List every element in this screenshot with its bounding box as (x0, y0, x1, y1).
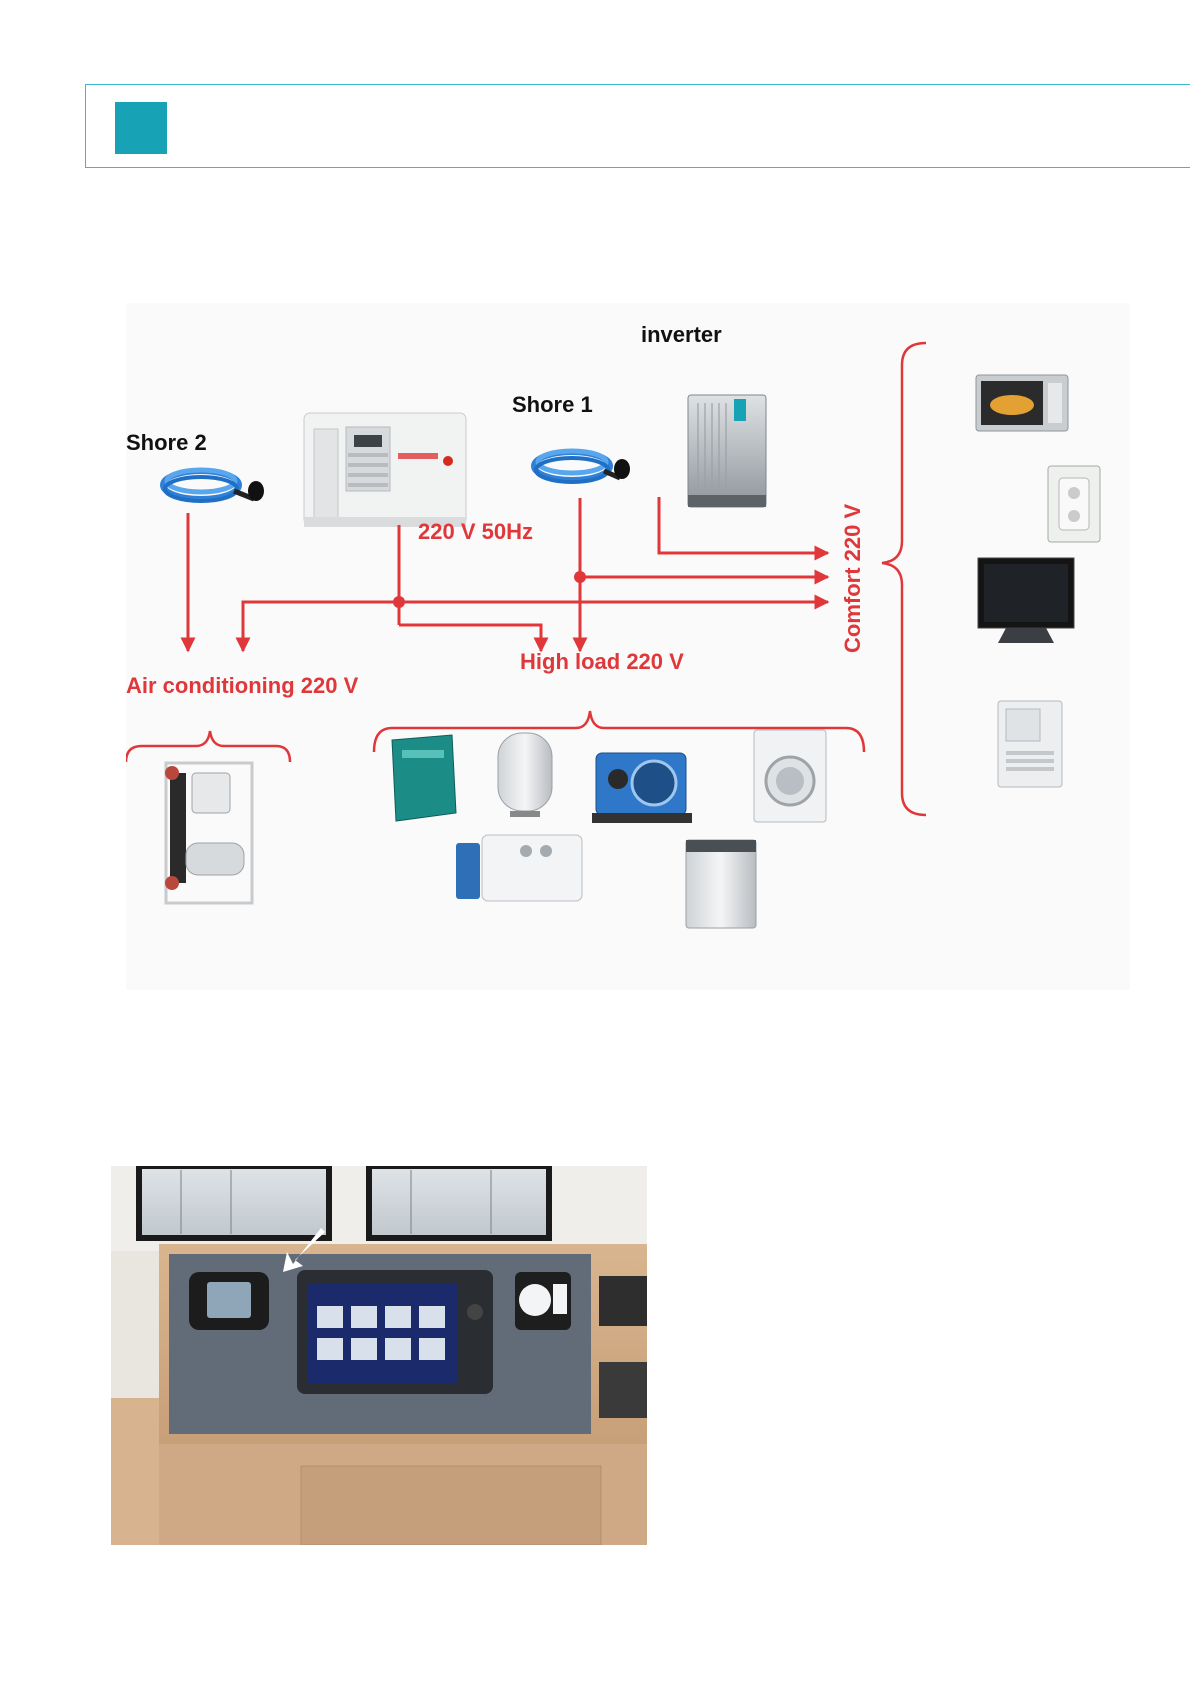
label-air-conditioning: Air conditioning 220 V (126, 673, 358, 699)
power-outlet-icon (1048, 466, 1100, 542)
helm-panel-illustration (111, 1166, 647, 1545)
diagram-graphics (126, 303, 1130, 990)
label-high-load: High load 220 V (520, 649, 684, 675)
dishwasher-icon (686, 840, 756, 928)
label-shore-1: Shore 1 (512, 392, 593, 418)
fridge-icon (998, 701, 1062, 787)
shore-cable-2-icon (163, 470, 264, 501)
generator-icon (304, 413, 466, 527)
shore-cable-1-icon (534, 451, 630, 482)
label-shore-2: Shore 2 (126, 430, 207, 456)
watermaker-icon (456, 835, 582, 901)
air-conditioning-unit-icon (165, 763, 252, 903)
battery-charger-icon (392, 735, 456, 821)
label-comfort: Comfort 220 V (840, 504, 866, 653)
water-heater-icon (498, 733, 552, 817)
chapter-header (85, 84, 1190, 168)
label-voltage-frequency: 220 V 50Hz (418, 519, 533, 545)
dive-compressor-icon (592, 753, 692, 823)
washing-machine-icon (754, 730, 826, 822)
microwave-icon (976, 375, 1068, 431)
inverter-icon (688, 395, 766, 507)
television-icon (978, 558, 1074, 643)
helm-panel-photo (111, 1166, 647, 1545)
power-distribution-diagram: Shore 2 Shore 1 inverter 220 V 50Hz High… (126, 303, 1130, 990)
chapter-marker (115, 102, 167, 154)
label-inverter: inverter (641, 322, 722, 348)
